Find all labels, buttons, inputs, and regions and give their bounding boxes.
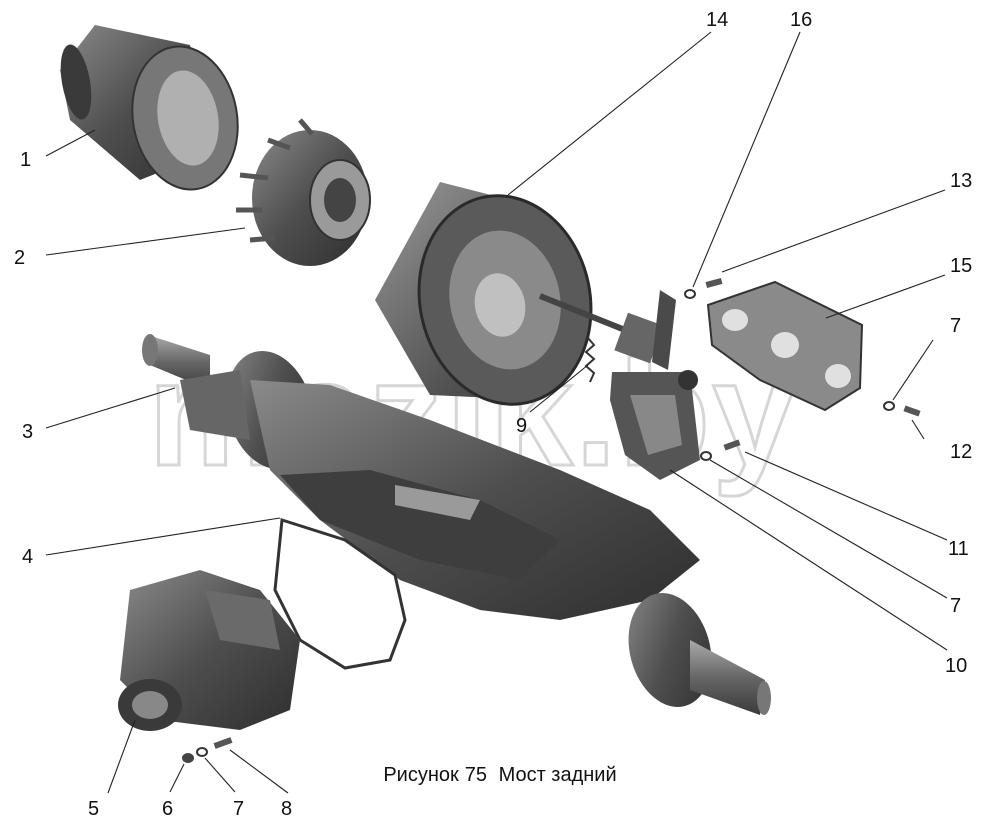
part-11-bolt [723, 439, 741, 451]
right-axle-end [628, 593, 771, 715]
part-5-final-drive [118, 570, 300, 731]
part-13-screw [705, 278, 723, 288]
callout-13: 13 [950, 170, 972, 192]
part-4-axle-housing [250, 380, 700, 620]
part-8-stud [213, 737, 233, 749]
callout-1: 1 [20, 149, 31, 171]
callout-8: 8 [281, 798, 292, 820]
caption-prefix: Рисунок [383, 764, 459, 786]
callout-2: 2 [14, 247, 25, 269]
callout-12: 12 [950, 441, 972, 463]
part-7-washer-bottom [196, 747, 208, 757]
part-10-bracket [610, 370, 700, 480]
callout-4: 4 [22, 546, 33, 568]
part-15-cover-plate [706, 280, 864, 412]
brake-camshaft-assembly [538, 290, 676, 370]
part-16-washer [684, 289, 696, 299]
part-2-wheel-hub [236, 118, 371, 266]
callout-16: 16 [790, 9, 812, 31]
callout-7-bottom: 7 [233, 798, 244, 820]
callout-5: 5 [88, 798, 99, 820]
callout-3: 3 [22, 421, 33, 443]
caption-number: 75 [464, 764, 488, 786]
part-7-washer-cover [883, 401, 895, 411]
callout-14: 14 [706, 9, 728, 31]
callout-15: 15 [950, 255, 972, 277]
part-1-hub-cap [60, 25, 239, 191]
part-12-bolt [903, 405, 921, 417]
caption-title: Мост задний [498, 764, 617, 786]
callout-6: 6 [162, 798, 173, 820]
leader-lines [45, 31, 948, 794]
part-9-spring [584, 337, 596, 383]
callout-11: 11 [948, 538, 969, 560]
callout-10: 10 [945, 655, 967, 677]
part-7-washer-bracket [700, 451, 712, 461]
callout-9: 9 [516, 415, 527, 437]
callout-7-right: 7 [950, 595, 961, 617]
housing-gasket [273, 518, 407, 670]
part-14-brake-drum [375, 182, 593, 406]
callout-7-top: 7 [950, 315, 961, 337]
part-6-nut [182, 753, 194, 763]
